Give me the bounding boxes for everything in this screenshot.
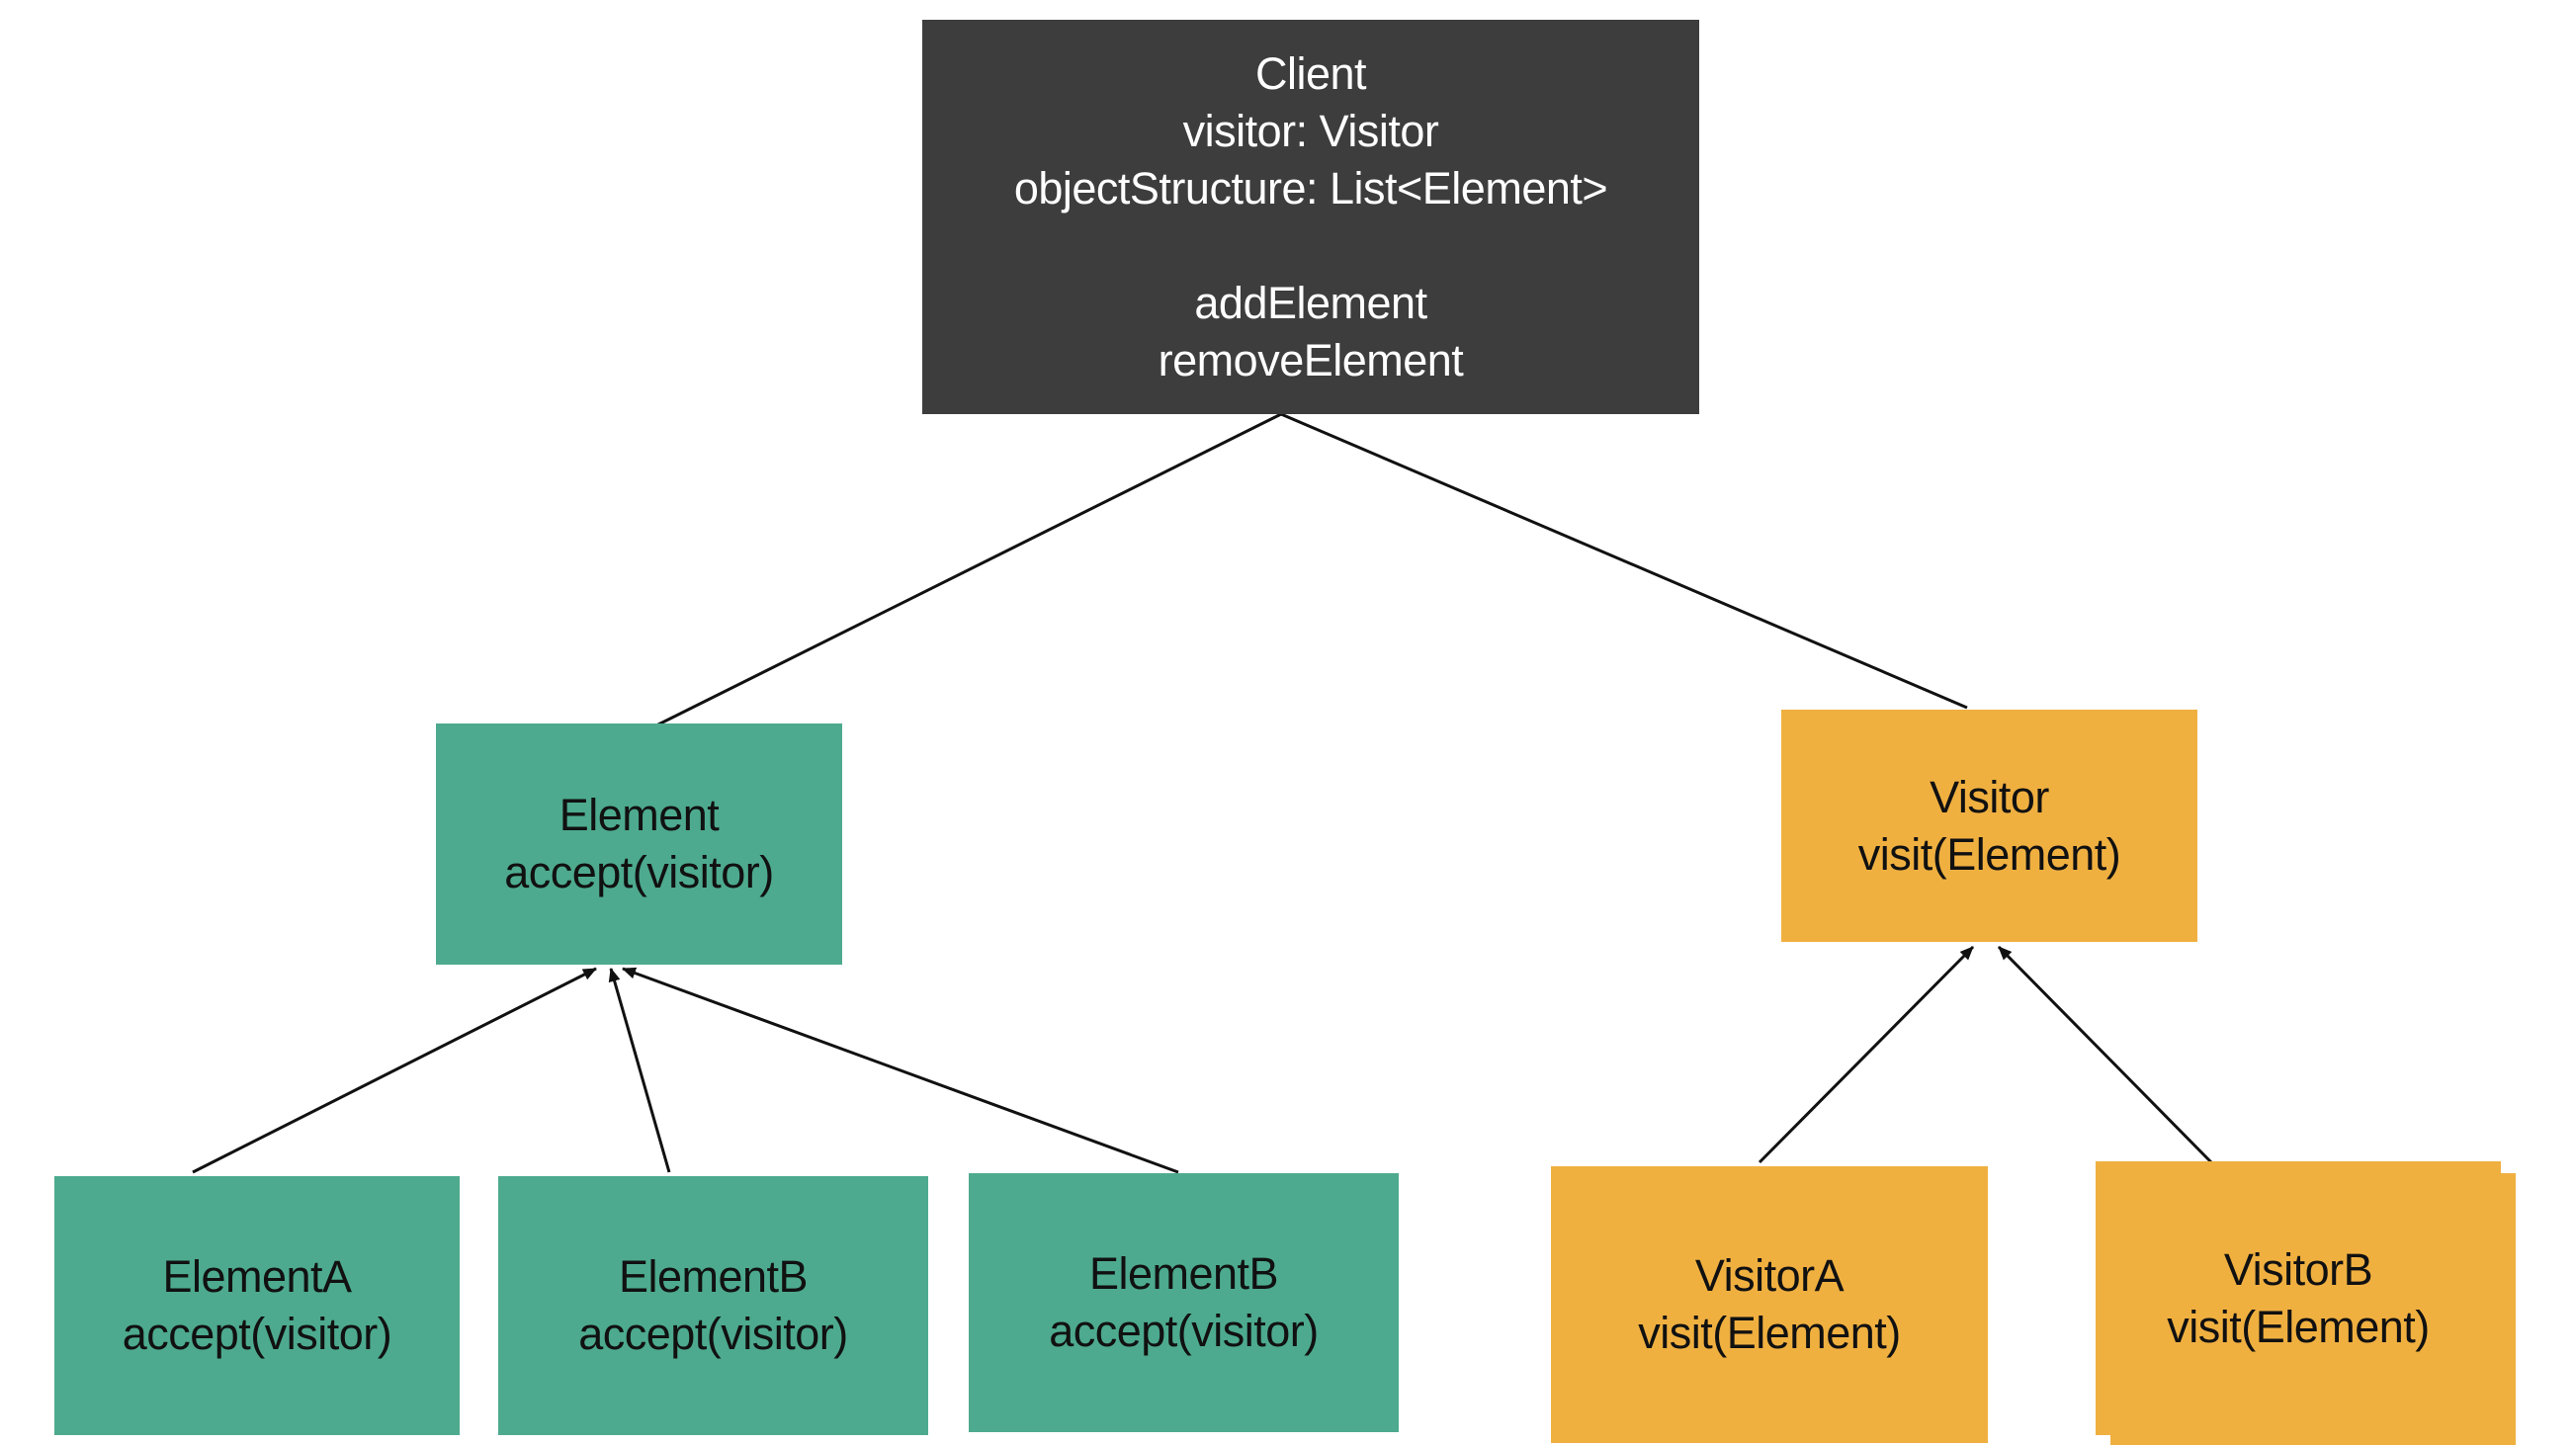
visitor-class-box: Visitor visit(Element) [1781, 710, 2197, 942]
element-b-class-box: ElementB accept(visitor) [498, 1176, 928, 1435]
element-a-method: accept(visitor) [122, 1309, 392, 1359]
element-a-class-name: ElementA [162, 1251, 352, 1302]
edge-client-visitor [1280, 412, 1968, 710]
edge-elementb1-element [608, 968, 671, 1173]
visitor-b-method: visit(Element) [2167, 1301, 2430, 1352]
element-method: accept(visitor) [504, 847, 774, 897]
client-class-name: Client [1254, 47, 1367, 99]
visitor-a-class-box: VisitorA visit(Element) [1551, 1166, 1988, 1443]
element-class-name: Element [558, 790, 720, 840]
visitor-b-class-name: VisitorB [2223, 1243, 2373, 1295]
visitor-method: visit(Element) [1857, 828, 2121, 880]
visitor-a-class-name: VisitorA [1694, 1250, 1845, 1301]
edge-elementb2-element [622, 967, 1179, 1174]
client-method-remove-element: removeElement [1158, 334, 1464, 385]
element-b-second-class-name: ElementB [1088, 1248, 1279, 1299]
edge-visitora-visitor [1758, 945, 1975, 1164]
element-b-method: accept(visitor) [578, 1309, 848, 1359]
client-class-box: Client visitor: Visitor objectStructure:… [922, 20, 1699, 414]
element-b-class-name: ElementB [618, 1251, 809, 1302]
edge-client-element [640, 412, 1282, 735]
element-b-second-class-box: ElementB accept(visitor) [969, 1173, 1399, 1432]
element-a-class-box: ElementA accept(visitor) [54, 1176, 460, 1435]
edge-visitorb-visitor [1997, 945, 2213, 1164]
edge-elementa-element [192, 967, 597, 1174]
element-b-second-method: accept(visitor) [1049, 1306, 1319, 1356]
visitor-a-method: visit(Element) [1638, 1308, 1901, 1358]
client-method-add-element: addElement [1194, 277, 1427, 328]
element-class-box: Element accept(visitor) [436, 723, 842, 965]
visitor-b-class-box: VisitorB visit(Element) [2096, 1161, 2501, 1435]
visitor-class-name: Visitor [1930, 771, 2049, 822]
client-field-object-structure: objectStructure: List<Element> [1013, 162, 1608, 213]
client-field-visitor: visitor: Visitor [1182, 105, 1439, 156]
